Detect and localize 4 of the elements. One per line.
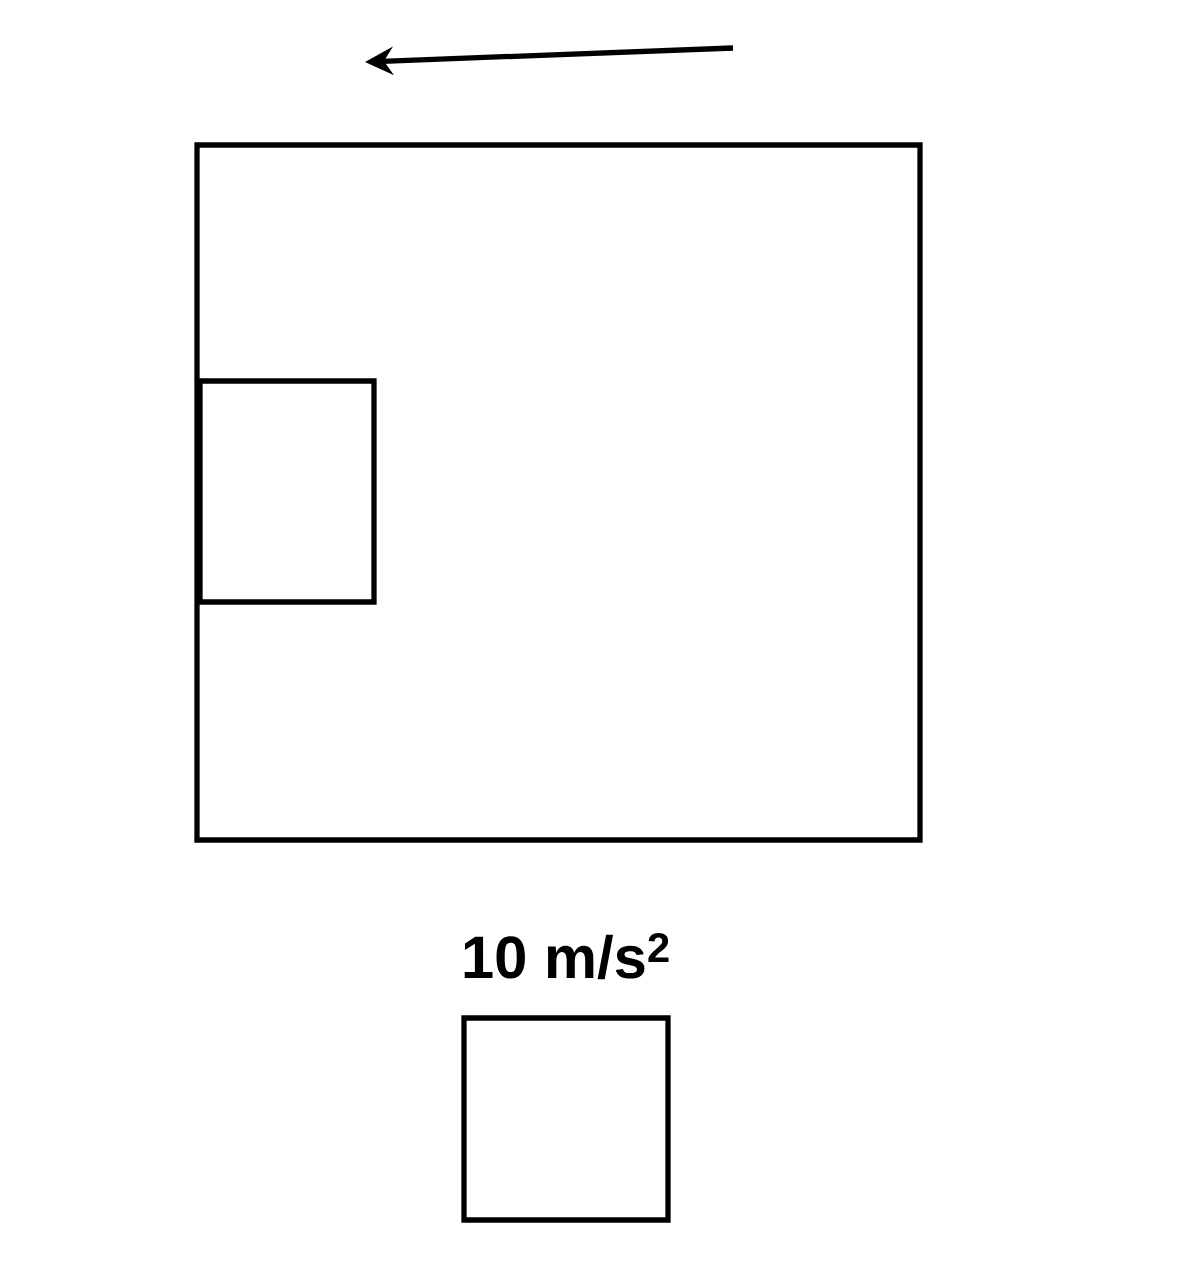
block	[194, 142, 923, 843]
inner-block	[197, 378, 377, 605]
block	[461, 1015, 671, 1223]
acceleration-label: 10 m/s$^{2}$	[464, 932, 669, 980]
